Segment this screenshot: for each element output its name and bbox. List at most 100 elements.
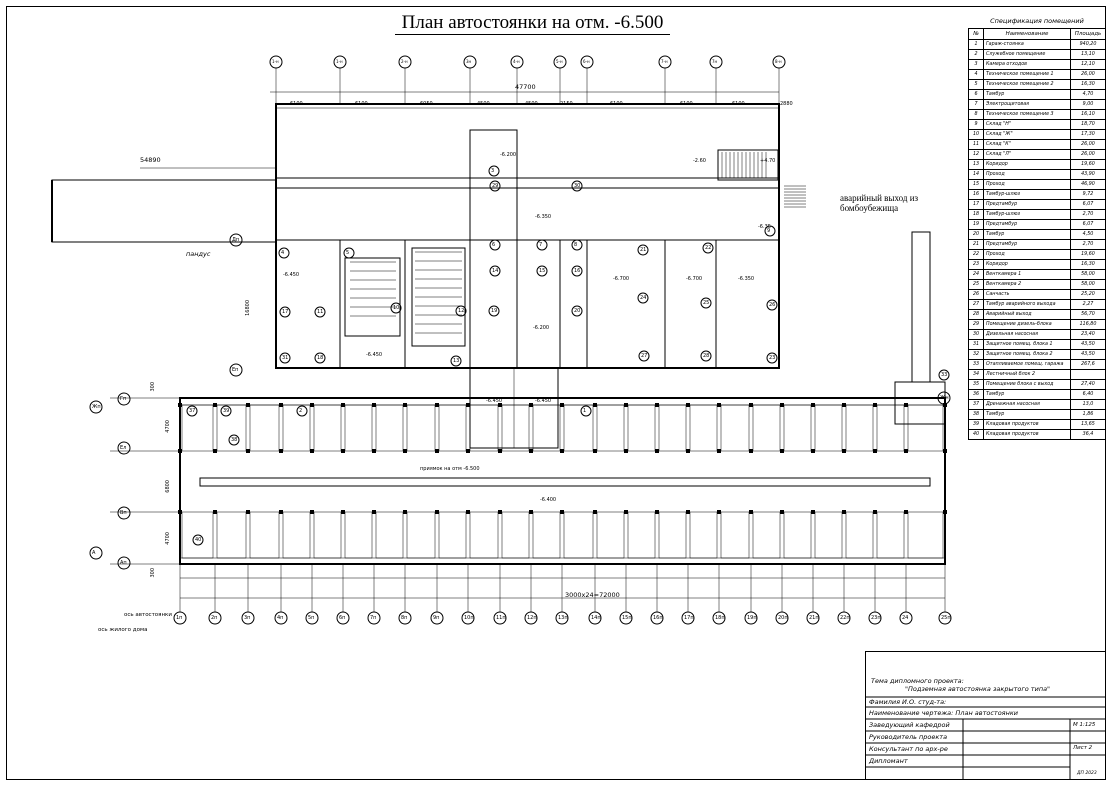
pit-note: приямок на отм -6.500 (420, 466, 480, 472)
parking-bay-top (532, 404, 561, 452)
level-mark: -6.450 (366, 352, 383, 358)
column (655, 510, 659, 514)
spec-no: 37 (968, 399, 984, 410)
axis-bubble (430, 611, 444, 625)
room-marker (571, 265, 583, 277)
parking-bay-bottom (216, 511, 247, 559)
column (624, 510, 628, 514)
room-marker (228, 434, 240, 446)
spec-no: 5 (968, 79, 984, 90)
spec-name: Защитное помещ. блока 1 (983, 339, 1071, 350)
spec-col-no: № (968, 28, 984, 40)
axis-label: Жн (940, 395, 949, 401)
spec-no: 12 (968, 149, 984, 160)
axis-label: 11п (496, 615, 506, 621)
axis-label: А (92, 550, 96, 556)
axis-label: 19п (747, 615, 757, 621)
spec-area: 16,30 (1070, 259, 1106, 270)
spec-name: Кладовая продуктов (983, 419, 1071, 430)
room-number: 38 (231, 437, 238, 443)
parking-bay-top (181, 404, 214, 452)
title-block-grid (865, 651, 1106, 780)
spec-area: 26,00 (1070, 69, 1106, 80)
axis-label: 1п (176, 615, 183, 621)
spec-area: 6,07 (1070, 199, 1106, 210)
column (560, 403, 564, 407)
level-mark: +4.70 (760, 158, 776, 164)
stamp-sheet: Лист 2 (1073, 745, 1093, 751)
stamp-student: Фамилия И.О. студ-та: (869, 698, 947, 706)
spec-no: 35 (968, 379, 984, 390)
bay-dimension: 2880 (780, 101, 793, 107)
spec-no: 9 (968, 119, 984, 130)
room-marker (343, 247, 355, 259)
room-number: 1 (583, 408, 587, 414)
row-dimension: 300 (150, 382, 156, 392)
spec-name: Дренажная насосная (983, 399, 1071, 410)
spec-no: 40 (968, 429, 984, 440)
parking-bay-bottom (406, 511, 436, 559)
spec-area: 12,10 (1070, 59, 1106, 70)
spec-no: 39 (968, 419, 984, 430)
axis-label: 2п (211, 615, 218, 621)
spec-area: 58,00 (1070, 279, 1106, 290)
room-marker (489, 265, 501, 277)
spec-no: 33 (968, 359, 984, 370)
parking-bay-top (469, 404, 499, 452)
room-marker (455, 305, 467, 317)
column (842, 449, 846, 453)
column (310, 449, 314, 453)
axis-bubble (709, 55, 723, 69)
bay-dimension: 6100 (355, 101, 368, 107)
spec-area: 940,20 (1070, 39, 1106, 50)
spec-no: 30 (968, 329, 984, 340)
stamp-topic-label: Тема дипломного проекта: (871, 677, 964, 685)
left-dimension: 54890 (140, 156, 161, 164)
spec-no: 3 (968, 59, 984, 70)
room-number: 11 (317, 309, 324, 315)
spec-heading: Спецификация помещений (990, 17, 1084, 25)
spec-area: 4,70 (1070, 89, 1106, 100)
level-mark: -6.200 (500, 152, 517, 158)
column (717, 510, 721, 514)
column (717, 403, 721, 407)
parking-bay-bottom (469, 511, 499, 559)
parking-bay-bottom (845, 511, 874, 559)
room-number: 10 (393, 305, 400, 311)
stamp-corner: ДП 2023 (1077, 771, 1097, 776)
axis-bubble (772, 55, 786, 69)
spec-area: 9,00 (1070, 99, 1106, 110)
drawing-frame (6, 6, 1106, 780)
spec-area: 4,50 (1070, 229, 1106, 240)
axis-bubble (333, 55, 347, 69)
room-number: 16 (574, 268, 581, 274)
axis-label: 10п (464, 615, 474, 621)
axis-bubble (899, 611, 913, 625)
spec-name: Электрощитовая (983, 99, 1071, 110)
spec-area: 16,30 (1070, 79, 1106, 90)
column (246, 403, 250, 407)
room-number: 22 (705, 245, 712, 251)
bay-dimension: 6100 (290, 101, 303, 107)
spec-name: Помещение блока с выход (983, 379, 1071, 390)
parking-bay-top (689, 404, 718, 452)
axis-bubble (588, 611, 602, 625)
column (213, 449, 217, 453)
parking-bay-top (282, 404, 311, 452)
spec-area: 2,70 (1070, 209, 1106, 220)
emergency-exit-label: аварийный выход из бомбоубежища (840, 193, 919, 213)
axis-bubble (367, 611, 381, 625)
bay-dimension: 6050 (420, 101, 433, 107)
column (780, 449, 784, 453)
column (943, 449, 947, 453)
spec-no: 15 (968, 179, 984, 190)
stamp-diplomant: Дипломант (869, 757, 908, 765)
column (655, 449, 659, 453)
axis-label: 7-н (661, 59, 668, 64)
spec-name: Предтамбур (983, 239, 1071, 250)
